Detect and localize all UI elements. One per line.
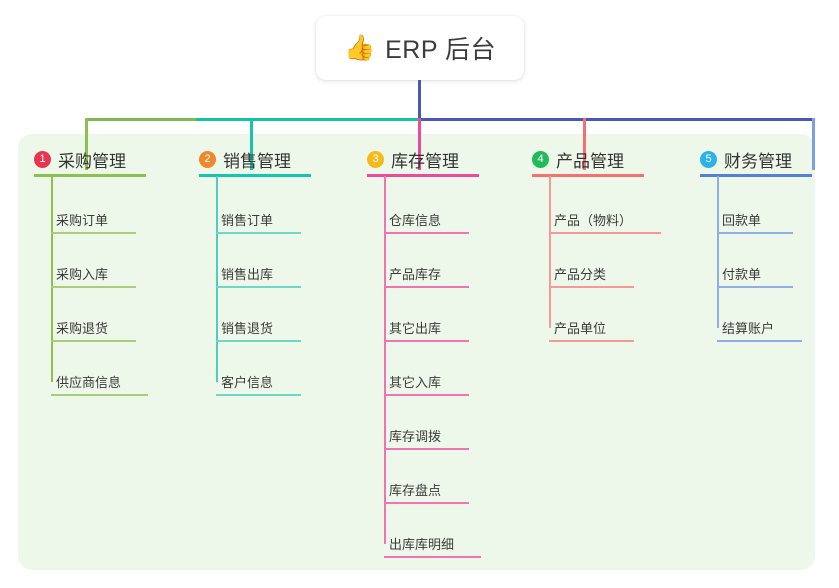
leaf-underline <box>549 232 661 234</box>
leaf-node[interactable]: 其它入库 <box>389 375 442 390</box>
branch-header-product[interactable]: 4 产品管理 <box>532 146 692 172</box>
branch-header-finance[interactable]: 5 财务管理 <box>700 146 839 172</box>
leaf-node[interactable]: 出库库明细 <box>389 537 455 552</box>
leaf-underline <box>216 286 301 288</box>
branch-title-sales: 销售管理 <box>223 151 291 171</box>
branch-title-product: 产品管理 <box>556 151 624 171</box>
leaf-node[interactable]: 结算账户 <box>722 321 775 336</box>
branch-spine-finance <box>717 176 719 328</box>
drop-connector-product <box>583 118 586 170</box>
leaf-node[interactable]: 采购入库 <box>56 267 109 282</box>
branch-badge-1: 1 <box>34 150 51 168</box>
leaf-underline <box>216 232 301 234</box>
branch-header-purchase[interactable]: 1 采购管理 <box>34 146 184 172</box>
diagram-panel <box>18 134 815 570</box>
leaf-node[interactable]: 采购退货 <box>56 321 109 336</box>
drop-connector-finance <box>812 118 815 170</box>
leaf-node[interactable]: 付款单 <box>722 267 762 282</box>
branch-badge-3: 3 <box>367 150 384 168</box>
thumbs-up-icon: 👍 <box>343 33 376 62</box>
leaf-node[interactable]: 产品分类 <box>554 267 607 282</box>
branch-spine-purchase <box>51 176 53 382</box>
branch-product: 4 产品管理 产品（物料） 产品分类 产品单位 <box>532 146 692 342</box>
branch-title-finance: 财务管理 <box>724 151 792 171</box>
leaf-node[interactable]: 销售订单 <box>221 213 274 228</box>
branch-finance: 5 财务管理 回款单 付款单 结算账户 <box>700 146 839 342</box>
leaf-underline <box>384 502 469 504</box>
drop-connector-sales <box>250 118 253 170</box>
leaf-node[interactable]: 仓库信息 <box>389 213 442 228</box>
root-trunk-connector <box>418 80 421 120</box>
branch-inventory: 3 库存管理 仓库信息 产品库存 其它出库 其它入库 库存调拨 库存盘点 出库库… <box>367 146 517 558</box>
leaf-underline <box>717 286 793 288</box>
leaf-node[interactable]: 产品库存 <box>389 267 442 282</box>
leaf-node[interactable]: 库存调拨 <box>389 429 442 444</box>
branch-title-inventory: 库存管理 <box>391 151 459 171</box>
branch-sales: 2 销售管理 销售订单 销售出库 销售退货 客户信息 <box>199 146 349 396</box>
leaf-underline <box>549 340 634 342</box>
leaf-underline <box>384 286 469 288</box>
branch-badge-5: 5 <box>700 150 717 168</box>
leaf-underline <box>384 448 469 450</box>
drop-connector-purchase <box>85 118 88 170</box>
leaf-underline <box>384 232 469 234</box>
leaf-underline <box>384 556 481 558</box>
leaf-node[interactable]: 客户信息 <box>221 375 274 390</box>
branch-purchase: 1 采购管理 采购订单 采购入库 采购退货 供应商信息 <box>34 146 184 396</box>
bus-segment-green <box>85 118 197 121</box>
leaf-node[interactable]: 销售退货 <box>221 321 274 336</box>
leaf-underline <box>216 340 301 342</box>
branch-underline-sales <box>199 174 311 177</box>
leaf-underline <box>717 340 802 342</box>
bus-segment-blue <box>418 118 814 121</box>
leaf-node[interactable]: 其它出库 <box>389 321 442 336</box>
leaf-underline <box>216 394 301 396</box>
branch-header-sales[interactable]: 2 销售管理 <box>199 146 349 172</box>
branch-title-purchase: 采购管理 <box>58 151 126 171</box>
leaf-underline <box>51 340 136 342</box>
branch-underline-finance <box>700 174 812 177</box>
leaf-underline <box>549 286 634 288</box>
leaf-node[interactable]: 采购订单 <box>56 213 109 228</box>
branch-spine-product <box>549 176 551 328</box>
leaf-node[interactable]: 库存盘点 <box>389 483 442 498</box>
bus-segment-teal <box>196 118 419 121</box>
leaf-underline <box>51 394 148 396</box>
drop-connector-inventory <box>418 118 421 170</box>
leaf-underline <box>717 232 793 234</box>
branch-badge-4: 4 <box>532 150 549 168</box>
leaf-node[interactable]: 产品单位 <box>554 321 607 336</box>
leaf-underline <box>384 394 469 396</box>
leaf-node[interactable]: 回款单 <box>722 213 762 228</box>
leaf-underline <box>384 340 469 342</box>
leaf-underline <box>51 286 136 288</box>
branch-spine-sales <box>216 176 218 382</box>
branch-underline-inventory <box>367 174 479 177</box>
branch-underline-purchase <box>34 174 146 177</box>
branch-spine-inventory <box>384 176 386 544</box>
branch-header-inventory[interactable]: 3 库存管理 <box>367 146 517 172</box>
root-node-card[interactable]: 👍 ERP 后台 <box>316 16 524 80</box>
leaf-node[interactable]: 产品（物料） <box>554 213 633 228</box>
branch-underline-product <box>532 174 644 177</box>
leaf-underline <box>51 232 136 234</box>
leaf-node[interactable]: 供应商信息 <box>56 375 122 390</box>
leaf-node[interactable]: 销售出库 <box>221 267 274 282</box>
root-title: ERP 后台 <box>385 36 497 64</box>
branch-badge-2: 2 <box>199 150 216 168</box>
